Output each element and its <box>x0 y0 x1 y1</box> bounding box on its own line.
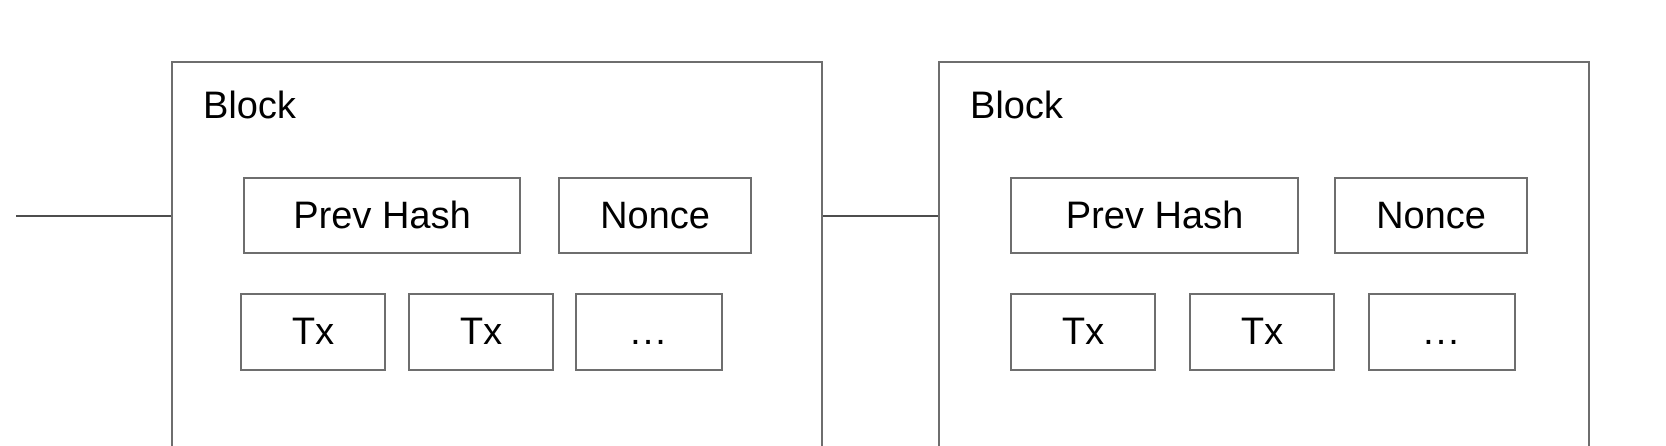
field-nonce[interactable]: Nonce <box>1334 177 1528 254</box>
field-tx-more-label: ... <box>1423 311 1461 353</box>
field-nonce-label: Nonce <box>1376 194 1486 237</box>
field-tx-2-label: Tx <box>459 311 503 353</box>
field-tx-2[interactable]: Tx <box>408 293 554 371</box>
field-tx-2[interactable]: Tx <box>1189 293 1335 371</box>
block-title: Block <box>970 85 1063 127</box>
field-tx-1-label: Tx <box>291 311 335 353</box>
field-prev-hash-label: Prev Hash <box>293 194 471 237</box>
field-prev-hash-label: Prev Hash <box>1065 194 1244 237</box>
field-tx-more-label: ... <box>630 311 668 353</box>
field-tx-1-label: Tx <box>1061 311 1105 353</box>
field-prev-hash[interactable]: Prev Hash <box>1010 177 1299 254</box>
block-container-1[interactable]: Block Prev Hash Nonce Tx Tx ... <box>171 61 823 446</box>
field-tx-2-label: Tx <box>1240 311 1284 353</box>
connector-line-block1-block2 <box>823 215 968 217</box>
field-nonce[interactable]: Nonce <box>558 177 752 254</box>
field-tx-1[interactable]: Tx <box>240 293 386 371</box>
field-prev-hash[interactable]: Prev Hash <box>243 177 521 254</box>
field-nonce-label: Nonce <box>600 194 710 237</box>
block-container-2[interactable]: Block Prev Hash Nonce Tx Tx ... <box>938 61 1590 446</box>
field-tx-more[interactable]: ... <box>1368 293 1516 371</box>
connector-line-incoming <box>16 215 202 217</box>
field-tx-more[interactable]: ... <box>575 293 723 371</box>
field-tx-1[interactable]: Tx <box>1010 293 1156 371</box>
block-title: Block <box>203 85 296 127</box>
